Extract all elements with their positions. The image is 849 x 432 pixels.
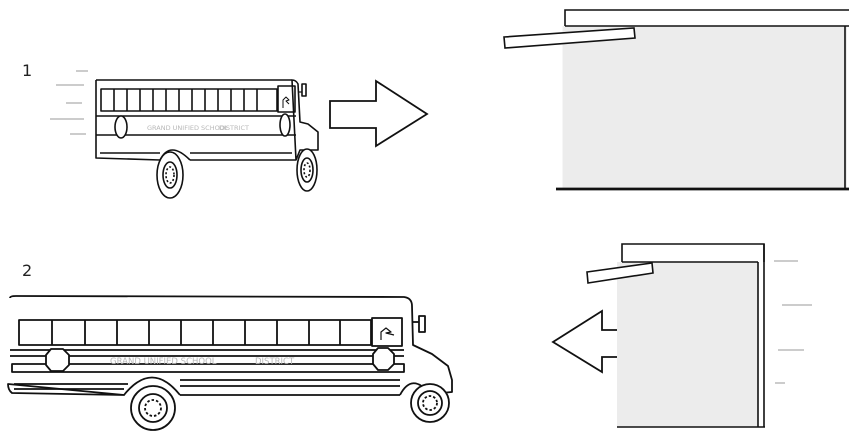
school-bus-2 (7, 295, 453, 431)
motion-lines-1 (50, 70, 88, 135)
garage-2 (586, 243, 812, 428)
motion-lines-2 (774, 260, 812, 384)
panel-2: 2 (7, 243, 812, 431)
school-bus-1 (95, 79, 319, 199)
bus-1-label-right: DISTRICT (219, 124, 249, 132)
arrow-right-icon (329, 79, 429, 148)
panel-1: 1 (22, 9, 849, 199)
step-number-2: 2 (22, 261, 32, 280)
bus-2-label-left: GRAND UNIFIED SCHOOL (110, 357, 217, 367)
step-number-1: 1 (22, 61, 32, 80)
bus-2-label-right: DISTRICT (255, 357, 295, 367)
bus-1-label-left: GRAND UNIFIED SCHOOL (147, 124, 229, 132)
garage-1 (503, 9, 849, 191)
